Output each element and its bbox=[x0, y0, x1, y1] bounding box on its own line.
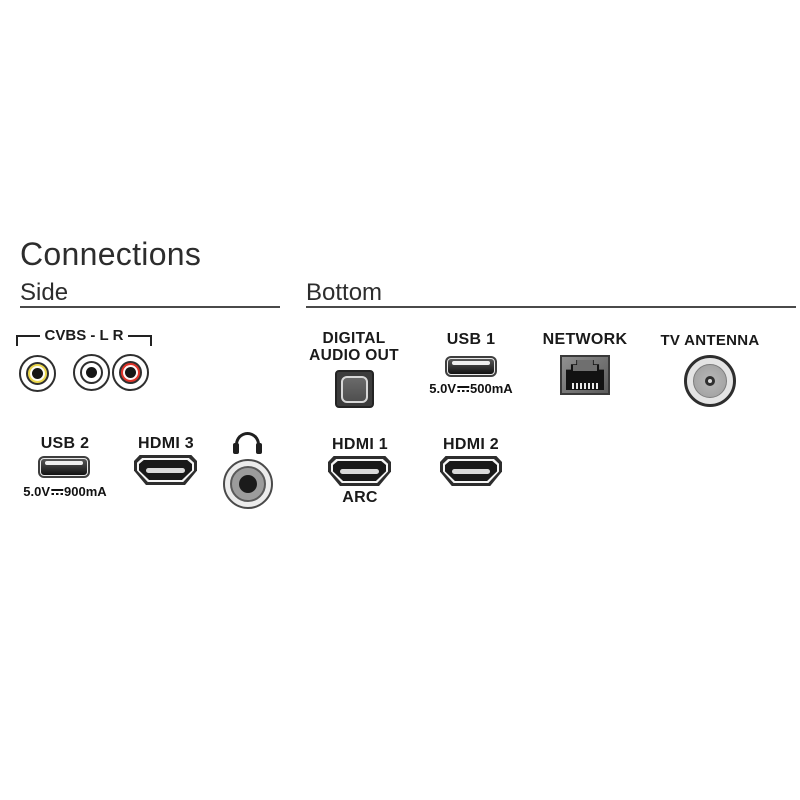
rca-red-ring bbox=[119, 361, 142, 384]
digital-audio-out-label-line1: DIGITAL bbox=[322, 330, 386, 347]
usb2-opening bbox=[40, 458, 88, 476]
tv-antenna-coax-port-icon bbox=[684, 355, 736, 407]
rca-cvbs-yellow-port-icon bbox=[19, 355, 56, 392]
headphones-icon bbox=[233, 432, 262, 454]
rca-white-ring bbox=[80, 361, 103, 384]
headphones-right-ear bbox=[256, 443, 262, 454]
network-label: NETWORK bbox=[542, 331, 628, 348]
hdmi1-label: HDMI 1 bbox=[331, 436, 389, 453]
rca-yellow-core bbox=[32, 368, 43, 379]
usb1-opening bbox=[447, 358, 495, 375]
digital-audio-out-label-line2: AUDIO OUT bbox=[309, 347, 399, 364]
dc-symbol-icon bbox=[457, 385, 470, 393]
network-rj45-port-icon bbox=[560, 355, 610, 395]
cvbs-label-group: CVBS - L R bbox=[16, 328, 152, 346]
section-label-bottom: Bottom bbox=[306, 279, 383, 306]
usb2-label: USB 2 bbox=[40, 435, 90, 452]
page-title: Connections bbox=[20, 236, 202, 272]
usb2-current: 900mA bbox=[64, 484, 107, 499]
hdmi2-label: HDMI 2 bbox=[442, 436, 500, 453]
hdmi3-label: HDMI 3 bbox=[137, 435, 195, 452]
coax-ring bbox=[693, 364, 727, 398]
cvbs-right-bracket bbox=[128, 335, 152, 346]
usb2-power-rating: 5.0V 900mA bbox=[23, 484, 106, 499]
toslink-optical-port-icon bbox=[335, 370, 374, 408]
usb1-current: 500mA bbox=[470, 381, 513, 396]
usb1-voltage: 5.0V bbox=[429, 381, 457, 396]
tv-antenna-label: TV ANTENNA bbox=[660, 332, 760, 349]
side-section-divider bbox=[20, 306, 280, 308]
cvbs-label: CVBS - L R bbox=[44, 327, 124, 344]
digital-audio-out-label: DIGITAL AUDIO OUT bbox=[309, 330, 399, 364]
headphones-left-ear bbox=[233, 443, 239, 454]
hdmi1-arc-sublabel: ARC bbox=[342, 489, 378, 506]
coax-center-pin bbox=[705, 376, 715, 386]
usb2-voltage: 5.0V bbox=[23, 484, 51, 499]
rca-red-core bbox=[125, 367, 136, 378]
hdmi1-port-icon bbox=[328, 456, 391, 486]
hdmi2-port-icon bbox=[440, 456, 502, 486]
bottom-section-divider bbox=[306, 306, 796, 308]
rj45-pins bbox=[572, 383, 598, 389]
usb2-port-icon bbox=[38, 456, 90, 478]
headphone-jack-port-icon bbox=[223, 459, 273, 509]
toslink-opening bbox=[341, 375, 368, 403]
dc-symbol-icon bbox=[51, 488, 64, 496]
cvbs-left-bracket bbox=[16, 335, 40, 346]
usb1-port-icon bbox=[445, 356, 497, 377]
usb2-tongue bbox=[45, 461, 83, 465]
rca-yellow-ring bbox=[26, 362, 49, 385]
headphone-jack-hole bbox=[239, 475, 257, 493]
section-label-side: Side bbox=[20, 279, 69, 306]
rca-audio-left-white-port-icon bbox=[73, 354, 110, 391]
headphone-jack-ring bbox=[230, 466, 266, 502]
rca-audio-right-red-port-icon bbox=[112, 354, 149, 391]
usb1-label: USB 1 bbox=[446, 331, 496, 348]
headphones-band bbox=[235, 432, 260, 452]
rj45-clip-tab bbox=[573, 360, 597, 371]
usb1-tongue bbox=[452, 361, 490, 365]
rca-white-core bbox=[86, 367, 97, 378]
hdmi3-port-icon bbox=[134, 455, 197, 485]
usb1-power-rating: 5.0V 500mA bbox=[429, 381, 512, 396]
